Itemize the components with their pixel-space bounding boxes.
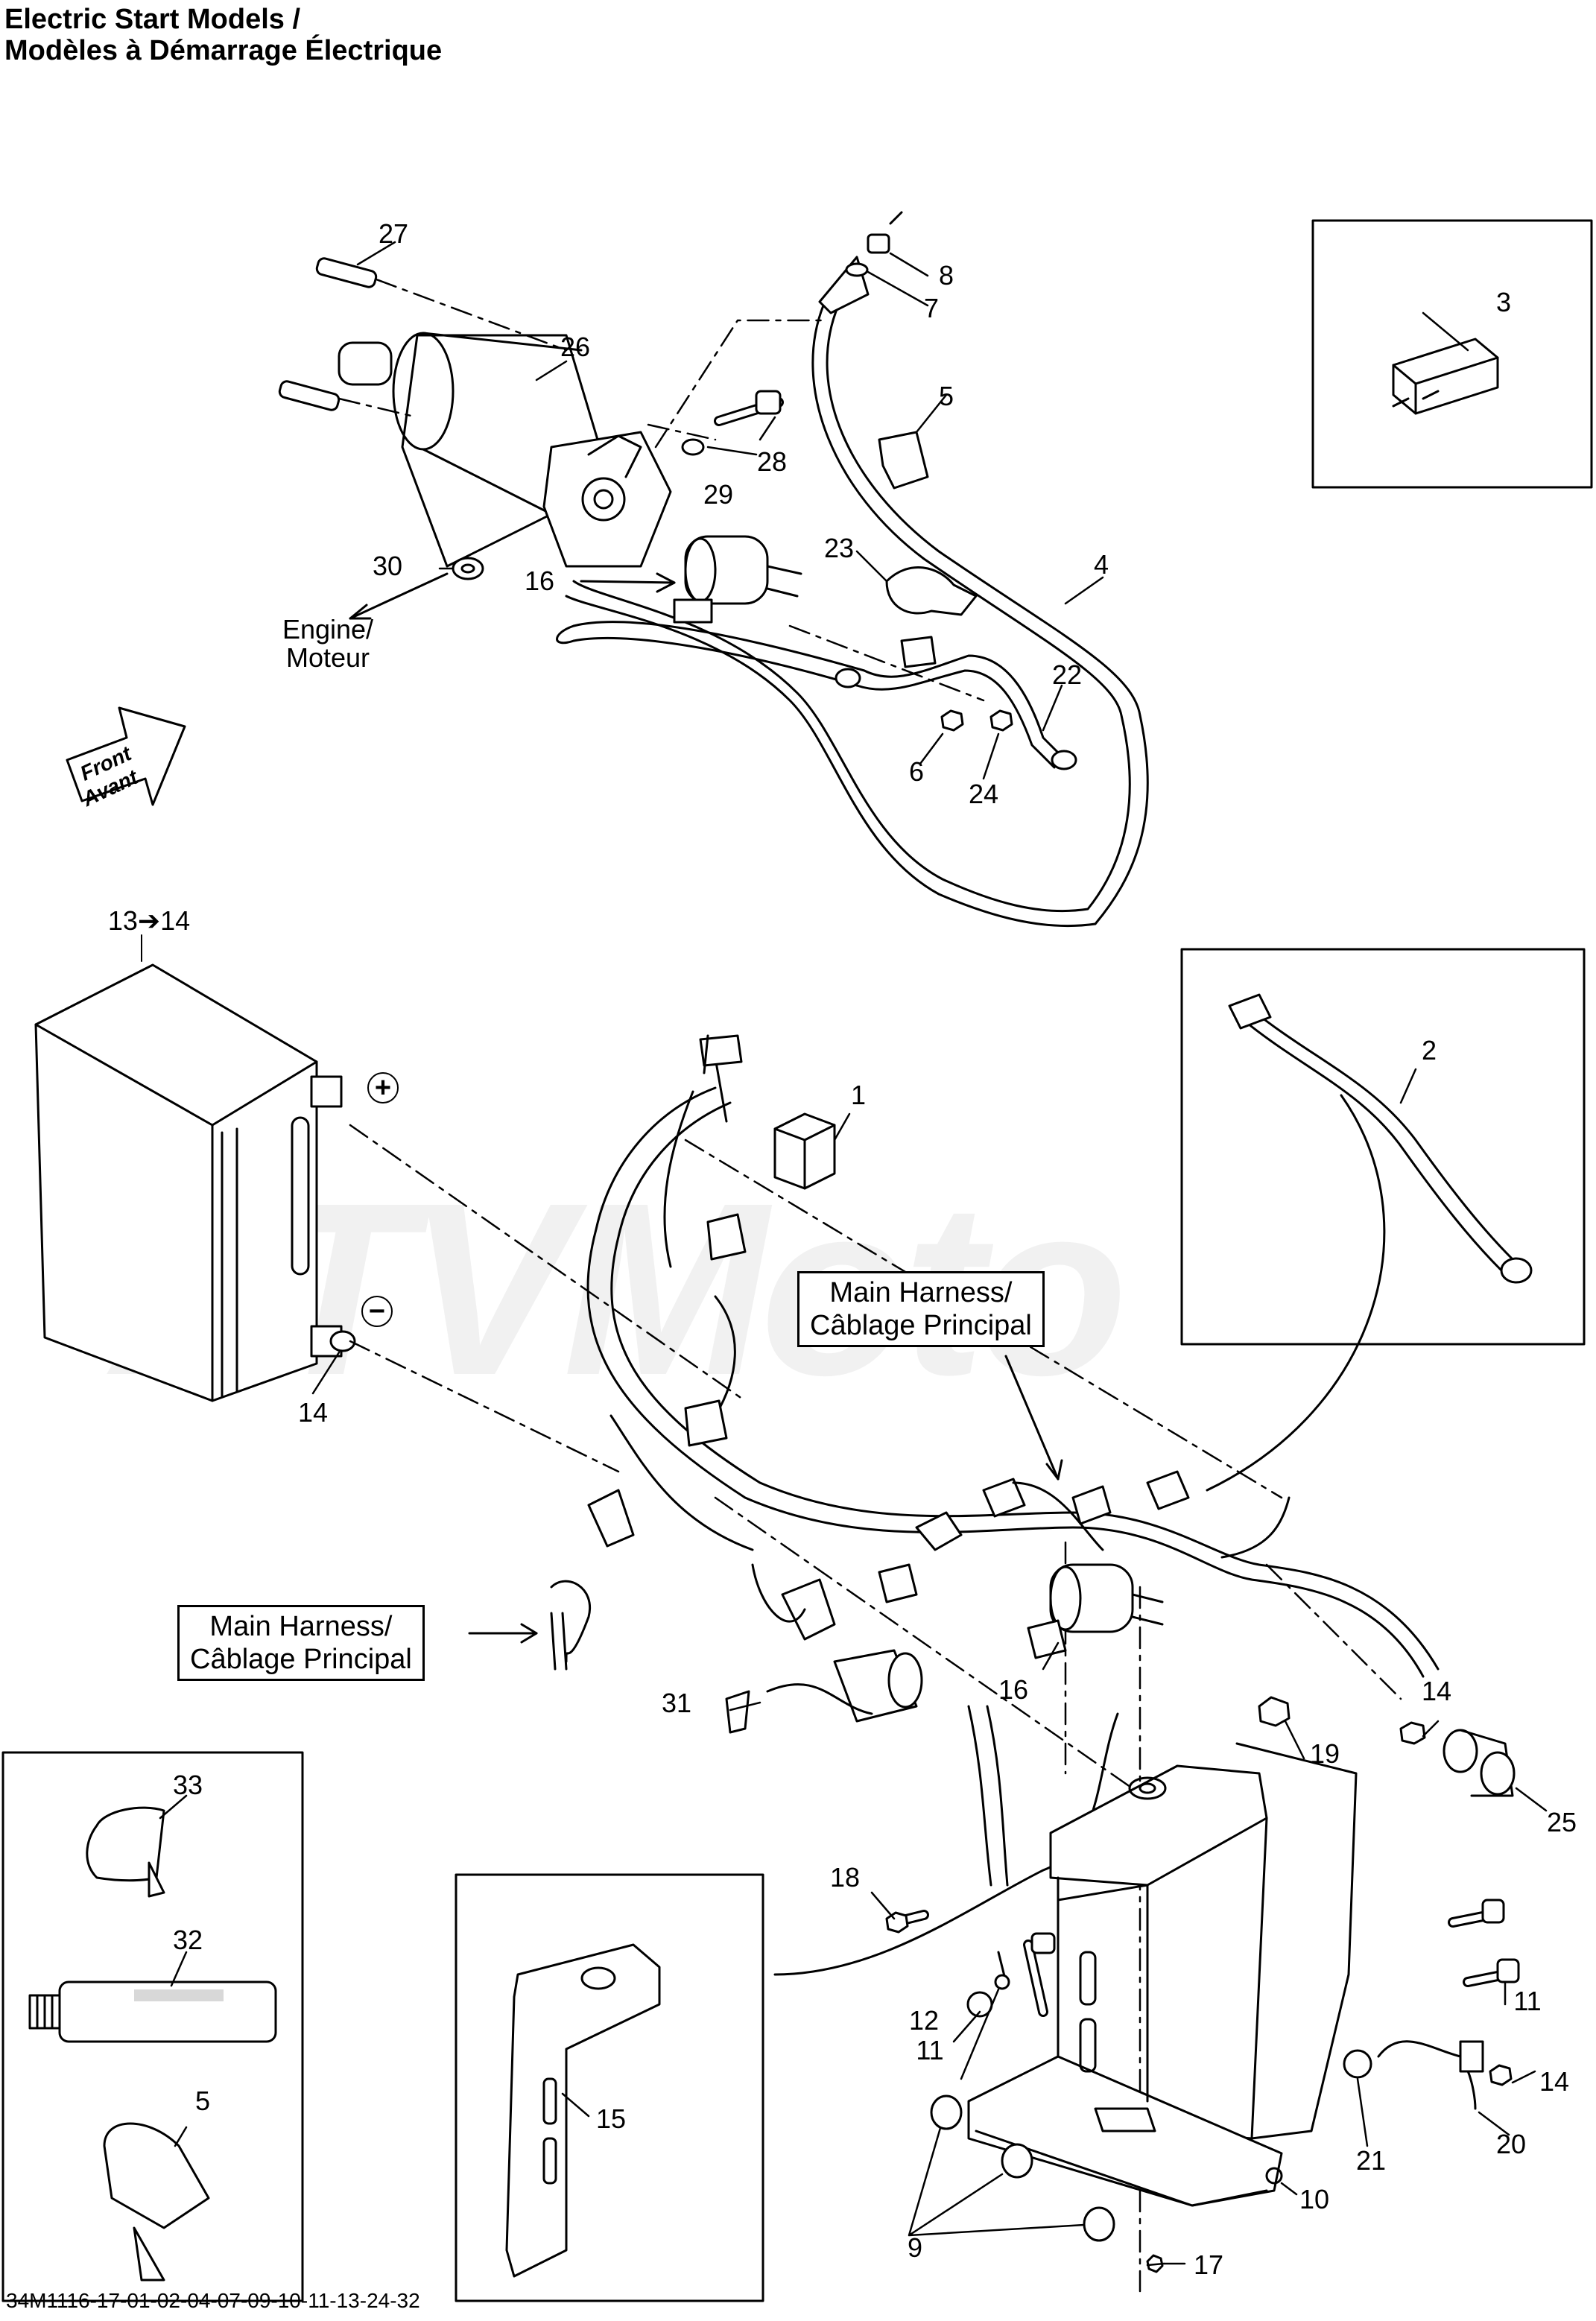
engine-label: Engine/ [282, 614, 374, 645]
page-title-line2: Modèles à Démarrage Électrique [4, 35, 443, 66]
callout-8: 8 [938, 260, 954, 291]
part-31 [725, 1690, 750, 1734]
callout-4: 4 [1093, 549, 1109, 580]
part-32-tube [28, 1980, 277, 2043]
callout-31: 31 [661, 1688, 692, 1718]
callout-9: 9 [907, 2232, 923, 2263]
page-title-line1: Electric Start Models / [4, 4, 301, 35]
main-harness [550, 1034, 1440, 1678]
callout-16-lower: 16 [998, 1674, 1029, 1705]
part-19 [1258, 1696, 1291, 1727]
callout-25: 25 [1546, 1807, 1577, 1837]
callout-5-inset: 5 [194, 2086, 211, 2116]
inset-fuse-frame [1311, 219, 1593, 489]
callout-32: 32 [172, 1925, 203, 1955]
callout-15: 15 [595, 2103, 627, 2134]
battery-callout: 13➔14 [107, 905, 191, 936]
cable-4 [565, 256, 1149, 928]
main-harness-2-line2: Câblage Principal [190, 1644, 412, 1675]
main-harness-1-line2: Câblage Principal [810, 1310, 1032, 1341]
main-harness-label-1: Main Harness/ Câblage Principal [797, 1271, 1045, 1347]
harness-loop-left [773, 1712, 1119, 1976]
callout-14-right: 14 [1421, 1676, 1452, 1706]
callout-1: 1 [850, 1080, 867, 1110]
callout-14-lower: 14 [1539, 2066, 1570, 2097]
diagram-code: 34M1116-17-01-02-04-07-09-10-11-13-24-32 [6, 2289, 420, 2312]
callout-28: 28 [756, 446, 788, 477]
solenoid-16-lower [1027, 1563, 1164, 1659]
part-14-bolt-right [1399, 1721, 1426, 1745]
tray-bolts-left [885, 1910, 1056, 2018]
alignment-lines-battery [349, 1124, 1402, 2293]
solenoid-16 [673, 535, 802, 624]
harness-loop-right [1206, 1094, 1386, 1492]
callout-29: 29 [703, 479, 734, 510]
callout-3: 3 [1495, 287, 1512, 317]
part-33-tie [86, 1806, 165, 1898]
callout-33: 33 [172, 1770, 203, 1800]
main-harness-2-line1: Main Harness/ [209, 1611, 393, 1642]
battery-tray-10 [967, 1742, 1358, 2207]
cable-22 [556, 621, 1077, 770]
part-25-cap [1443, 1729, 1516, 1797]
plus-terminal-circle [367, 1072, 399, 1103]
front-arrow [66, 706, 186, 806]
relay-1 [773, 1112, 836, 1190]
part-23-boot [885, 566, 978, 616]
minus-terminal-circle [361, 1296, 393, 1327]
callout-20: 20 [1495, 2129, 1527, 2159]
callout-22: 22 [1051, 659, 1083, 690]
fuse-3 [1392, 338, 1499, 415]
inset-accessories-frame [1, 1751, 304, 2302]
part-5-clip [878, 431, 929, 490]
callout-27: 27 [378, 218, 409, 249]
leaders-9 [908, 2127, 1086, 2237]
callout-26: 26 [560, 332, 591, 362]
inset-cable-frame [1180, 948, 1586, 1346]
bracket-15 [505, 1943, 661, 2278]
callout-19: 19 [1309, 1738, 1340, 1769]
callout-11-right: 11 [1513, 1986, 1542, 2016]
alignment-lines-top [338, 278, 985, 702]
callout-18: 18 [829, 1862, 861, 1893]
main-harness-1-line1: Main Harness/ [829, 1277, 1013, 1308]
tray-bolts-right [1343, 1899, 1520, 2110]
main-harness-label-2: Main Harness/ Câblage Principal [177, 1605, 425, 1681]
callout-6: 6 [908, 756, 925, 787]
callout-16-top: 16 [524, 566, 555, 596]
callout-17: 17 [1193, 2249, 1224, 2280]
callout-10: 10 [1299, 2184, 1330, 2214]
harness-pointer-1 [1004, 1355, 1060, 1481]
harness-connector [766, 1649, 1009, 1887]
callout-30: 30 [372, 551, 403, 581]
battery-13 [34, 963, 343, 1402]
starter-bolts [278, 257, 784, 580]
callout-5-top: 5 [938, 381, 954, 411]
part-7-washer [845, 262, 869, 277]
minus-terminal-icon: − [368, 1296, 386, 1327]
part-8-nut [867, 233, 890, 254]
callout-21: 21 [1355, 2145, 1387, 2176]
part-24-nut [989, 709, 1013, 732]
engine-arrow [349, 572, 449, 620]
grommets-9 [930, 2094, 1164, 2273]
callout-7: 7 [923, 293, 940, 323]
solenoid-arrow [580, 580, 676, 584]
part-14-bolt-battery [329, 1330, 356, 1352]
leader-lines [159, 241, 1548, 2267]
callout-23: 23 [823, 533, 855, 563]
plus-terminal-icon: + [374, 1072, 392, 1103]
callout-12: 12 [908, 2005, 940, 2036]
callout-11-left: 11 [916, 2035, 944, 2065]
callout-24: 24 [968, 779, 999, 809]
starter-motor [338, 332, 672, 568]
part-6-nut [940, 709, 964, 732]
part-2-cable [1228, 993, 1533, 1284]
callout-14-battery: 14 [297, 1397, 329, 1428]
callout-2: 2 [1421, 1035, 1437, 1065]
inset-bracket-frame [455, 1873, 764, 2302]
moteur-label: Moteur [285, 642, 370, 673]
part-5-clip-inset [103, 2122, 210, 2282]
